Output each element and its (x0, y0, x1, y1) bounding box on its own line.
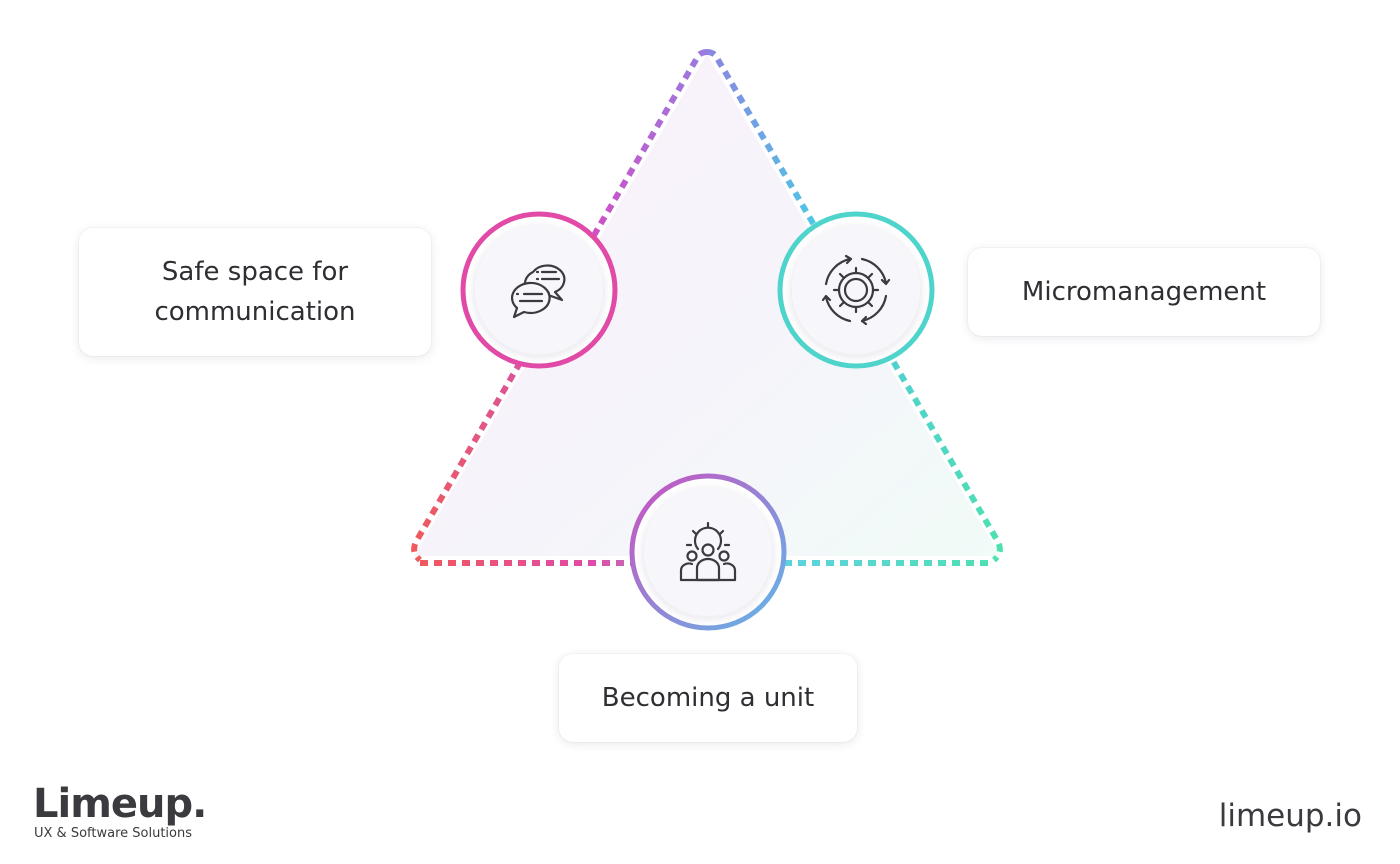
node-micromanagement (777, 211, 935, 369)
node-becoming-unit (629, 473, 787, 631)
chat-bubbles-icon (510, 264, 566, 319)
micromanagement-label: Micromanagement (1021, 277, 1267, 307)
unit-ring (629, 473, 787, 631)
site-url: limeup.io (1218, 798, 1362, 834)
safe-space-label-line-2: communication (154, 297, 356, 327)
brand-logo: Limeup. UX & Software Solutions (33, 778, 207, 842)
brand-name: Limeup. (33, 781, 207, 827)
gear-cycle-icon (821, 254, 891, 326)
node-safe-space (460, 211, 618, 369)
triangle-fill (414, 54, 1000, 556)
safe-ring (460, 211, 618, 369)
right-edge (706, 49, 1003, 563)
safe-space-label: Safe space for communication (154, 252, 355, 332)
team-gear-icon (679, 521, 737, 582)
brand-tagline: UX & Software Solutions (34, 826, 192, 841)
label-card-becoming-unit: Becoming a unit (559, 654, 857, 742)
becoming-unit-label: Becoming a unit (601, 683, 815, 713)
micro-ring (777, 211, 935, 369)
left-edge (411, 49, 708, 563)
safe-space-label-line-1: Safe space for (161, 257, 349, 287)
label-card-micromanagement: Micromanagement (968, 248, 1320, 336)
label-card-safe-space: Safe space for communication (79, 228, 431, 356)
